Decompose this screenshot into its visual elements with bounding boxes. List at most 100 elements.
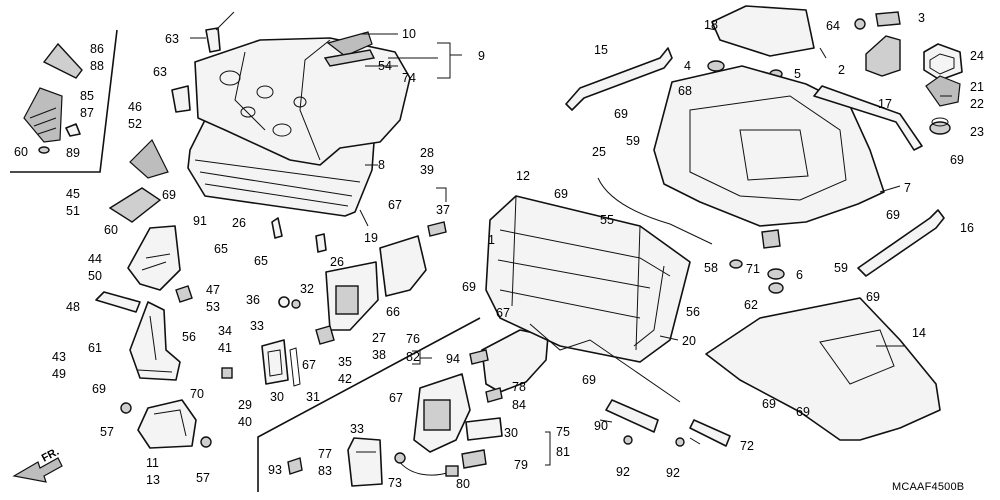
callout-35: 35 (338, 355, 352, 369)
callout-65a: 65 (214, 242, 228, 256)
callout-26a: 26 (232, 216, 246, 230)
callout-33a: 33 (250, 319, 264, 333)
bracket-2 (865, 35, 901, 77)
callout-80: 80 (456, 477, 470, 491)
callout-1: 1 (488, 233, 495, 247)
molding-16 (857, 209, 945, 277)
callout-30b: 30 (504, 426, 518, 440)
callout-61: 61 (88, 341, 102, 355)
bottom-cover-14 (705, 297, 941, 441)
callout-94: 94 (446, 352, 460, 366)
callout-34: 34 (218, 324, 232, 338)
callout-69f: 69 (614, 107, 628, 121)
callout-45: 45 (66, 187, 80, 201)
callout-36: 36 (246, 293, 260, 307)
callout-58: 58 (704, 261, 718, 275)
callout-70: 70 (190, 387, 204, 401)
callout-85: 85 (80, 89, 94, 103)
lid-emblem (326, 31, 373, 57)
clip-71 (761, 229, 781, 249)
storage-box (485, 195, 691, 363)
molding-17 (813, 85, 923, 151)
lamp-94 (469, 349, 489, 365)
callout-83: 83 (318, 464, 332, 478)
screw-32 (291, 299, 301, 309)
clip-78 (485, 387, 503, 403)
callout-12: 12 (516, 169, 530, 183)
bracket-80 (465, 417, 503, 441)
frame-29 (261, 339, 289, 385)
bolt-92b (675, 437, 685, 447)
callout-69d: 69 (554, 187, 568, 201)
callout-18: 18 (704, 18, 718, 32)
callout-86: 86 (90, 42, 104, 56)
inset-frame-line (10, 29, 118, 173)
callout-17: 17 (878, 97, 892, 111)
callout-74: 74 (402, 71, 416, 85)
callout-54: 54 (378, 59, 392, 73)
side-bracket (108, 187, 162, 223)
callout-15: 15 (594, 43, 608, 57)
callout-19: 19 (364, 231, 378, 245)
callout-71: 71 (746, 262, 760, 276)
stay-rod-25 (597, 177, 713, 245)
callout-88: 88 (90, 59, 104, 73)
stay-rod-20 (633, 265, 665, 347)
callout-22: 22 (970, 97, 984, 111)
callout-78: 78 (512, 380, 526, 394)
callout-51: 51 (66, 204, 80, 218)
callout-24: 24 (970, 49, 984, 63)
screw-64 (854, 18, 866, 30)
leader-lines (190, 11, 952, 466)
bracket-48 (95, 291, 141, 313)
grommet-6 (767, 268, 785, 280)
callout-69g: 69 (950, 153, 964, 167)
callout-25: 25 (592, 145, 606, 159)
seal-24 (923, 43, 963, 81)
callout-69k: 69 (796, 405, 810, 419)
grommet-36 (278, 296, 290, 308)
callout-69b: 69 (92, 382, 106, 396)
callout-6: 6 (796, 268, 803, 282)
callout-63b: 63 (153, 65, 167, 79)
bushing-23 (929, 117, 951, 135)
callout-77: 77 (318, 447, 332, 461)
diagram-code: MCAAF4500B (892, 481, 964, 493)
callout-82: 82 (406, 350, 420, 364)
lock-21 (925, 75, 961, 107)
callout-69i: 69 (866, 290, 880, 304)
callout-69e: 69 (582, 373, 596, 387)
callout-56a: 56 (182, 330, 196, 344)
callout-69h: 69 (886, 208, 900, 222)
callout-72: 72 (740, 439, 754, 453)
bolt-92a (623, 435, 633, 445)
callout-2: 2 (838, 63, 845, 77)
callout-89: 89 (66, 146, 80, 160)
callout-69j: 69 (762, 397, 776, 411)
bolt-57b (200, 436, 212, 448)
callout-67a: 67 (388, 198, 402, 212)
callout-57b: 57 (196, 471, 210, 485)
trim-cover-75 (413, 373, 471, 453)
callout-23: 23 (970, 125, 984, 139)
cover-76 (481, 329, 549, 393)
plate-72 (689, 419, 731, 447)
callout-38: 38 (372, 348, 386, 362)
callout-67b: 67 (302, 358, 316, 372)
clip-34 (221, 367, 233, 379)
trim-panel-27 (325, 261, 379, 331)
callout-20: 20 (682, 334, 696, 348)
callout-39: 39 (420, 163, 434, 177)
clip-79 (461, 449, 487, 469)
front-arrow-icon (12, 457, 63, 483)
divider-line (257, 317, 481, 492)
callout-31: 31 (306, 390, 320, 404)
clip-37 (427, 221, 447, 237)
callout-30a: 30 (270, 390, 284, 404)
callout-50: 50 (88, 269, 102, 283)
callout-59b: 59 (834, 261, 848, 275)
trunk-lid (187, 37, 411, 217)
callout-43: 43 (52, 350, 66, 364)
callout-55: 55 (600, 213, 614, 227)
